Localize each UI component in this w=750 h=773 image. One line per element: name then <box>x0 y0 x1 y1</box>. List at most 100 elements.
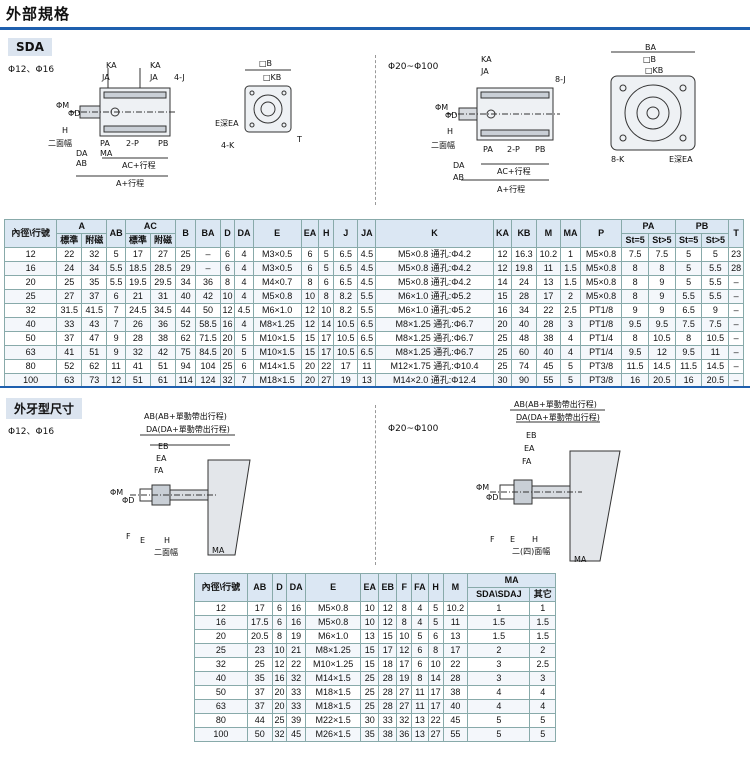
table-cell: – <box>195 247 221 262</box>
table-cell: 5.5 <box>701 261 730 276</box>
table-cell: – <box>728 303 744 318</box>
table-cell: 16.3 <box>511 247 537 262</box>
col-header: KB <box>511 219 537 248</box>
table-cell: 40 <box>442 699 469 714</box>
table-cell: 14 <box>492 275 513 290</box>
sda-far-label: BA <box>645 43 656 52</box>
table-cell: 10 <box>427 657 444 672</box>
table-cell: 63 <box>194 699 248 714</box>
table-cell: 5 <box>560 359 581 374</box>
table-cell: M5×0.8 <box>579 261 623 276</box>
col-header: E <box>252 219 302 248</box>
table-cell: 58.5 <box>195 317 221 332</box>
table-cell: 5.5 <box>701 275 730 290</box>
table-cell: 17 <box>442 643 469 658</box>
table-cell: 35 <box>360 727 380 742</box>
table-cell: 60 <box>511 345 537 360</box>
table-cell: 19.5 <box>124 275 151 290</box>
table-cell: 17 <box>246 601 273 616</box>
col-subheader: St=5 <box>674 233 703 248</box>
table-cell: 6 <box>300 247 320 262</box>
table-cell: 50 <box>195 303 221 318</box>
table-cell: 90 <box>511 373 537 388</box>
table-cell: 9.5 <box>674 345 703 360</box>
table-cell: 17 <box>124 247 151 262</box>
table-cell: 9.5 <box>647 317 676 332</box>
table-cell: 19.8 <box>511 261 537 276</box>
table-cell: 16 <box>271 671 288 686</box>
table-cell: 24 <box>56 261 83 276</box>
table-cell: 100 <box>3 373 58 388</box>
page-title: 外部規格 <box>6 5 71 23</box>
sda-right-label: KA <box>481 55 492 64</box>
table-cell: 10.5 <box>332 331 359 346</box>
table-cell: 28 <box>728 261 744 276</box>
table-cell: 6 <box>219 261 236 276</box>
table-cell: 28 <box>511 289 537 304</box>
col-header: H <box>318 219 334 248</box>
table-cell: 28 <box>442 671 469 686</box>
table-cell: M8×1.25 通孔:Φ6.7 <box>375 317 494 332</box>
table-cell: 2 <box>467 643 531 658</box>
sda-mid-label: T <box>296 135 302 144</box>
table-cell: 15 <box>360 643 380 658</box>
sda-right-label: 8-J <box>555 75 566 84</box>
table-cell: 5 <box>234 345 254 360</box>
sda-right-label: H <box>447 127 453 136</box>
table-cell: 2 <box>560 289 581 304</box>
table-cell: 8 <box>396 601 413 616</box>
table-cell: 34.5 <box>149 303 177 318</box>
ext-left-label: E <box>140 536 145 545</box>
table-cell: 4 <box>467 699 531 714</box>
table-cell: 21 <box>286 643 307 658</box>
table-cell: 36 <box>195 275 221 290</box>
ext-left-label: ΦM <box>110 488 123 497</box>
table-cell: 12 <box>3 247 58 262</box>
table-cell: 9 <box>701 303 730 318</box>
sda-far-label: □KB <box>645 66 663 75</box>
ext-right-label: ΦD <box>486 493 498 502</box>
ext-left-label: 二面幅 <box>154 547 178 557</box>
table-cell: M5×0.8 <box>252 289 302 304</box>
table-cell: 80 <box>194 713 248 728</box>
col-header: DA <box>234 219 254 248</box>
sda-left-label: 4-J <box>174 73 185 82</box>
col-header: D <box>219 219 236 248</box>
table-cell: 10 <box>300 289 320 304</box>
table-cell: 5.5 <box>701 289 730 304</box>
sda-right-label: JA <box>480 67 489 76</box>
ext-left-label: ΦD <box>122 496 134 505</box>
table-cell: 27 <box>56 289 83 304</box>
table-cell: 17 <box>378 643 398 658</box>
table-cell: 17 <box>427 685 444 700</box>
table-cell: 5 <box>427 601 444 616</box>
table-cell: 5 <box>234 331 254 346</box>
table-cell: 5 <box>674 247 703 262</box>
table-cell: 40 <box>3 317 58 332</box>
sda-mid-label: □KB <box>263 73 281 82</box>
table-cell: 28 <box>535 317 562 332</box>
table-cell: 25 <box>271 713 288 728</box>
sda-small-front-drawing: □B □KB E深EA 4-K T <box>215 59 302 150</box>
sda-left-label: AC+行程 <box>122 160 156 170</box>
sda-left-label: PA <box>100 139 110 148</box>
col-header: DA <box>286 573 307 602</box>
table-cell: 6.5 <box>357 345 377 360</box>
table-cell: 37 <box>56 331 83 346</box>
col-header: D <box>271 573 288 602</box>
col-subheader: St>5 <box>647 233 676 248</box>
table-cell: 5.5 <box>106 261 126 276</box>
ext-right-label: AB(AB+單動帶出行程) <box>514 399 597 409</box>
table-cell: 14 <box>427 671 444 686</box>
col-subheader: St=5 <box>621 233 649 248</box>
table-cell: 23 <box>246 643 273 658</box>
table-cell: 30 <box>360 713 380 728</box>
table-cell: 52 <box>56 359 83 374</box>
table-cell: 10 <box>396 629 413 644</box>
col-header: H <box>427 573 444 602</box>
table-cell: – <box>728 331 744 346</box>
